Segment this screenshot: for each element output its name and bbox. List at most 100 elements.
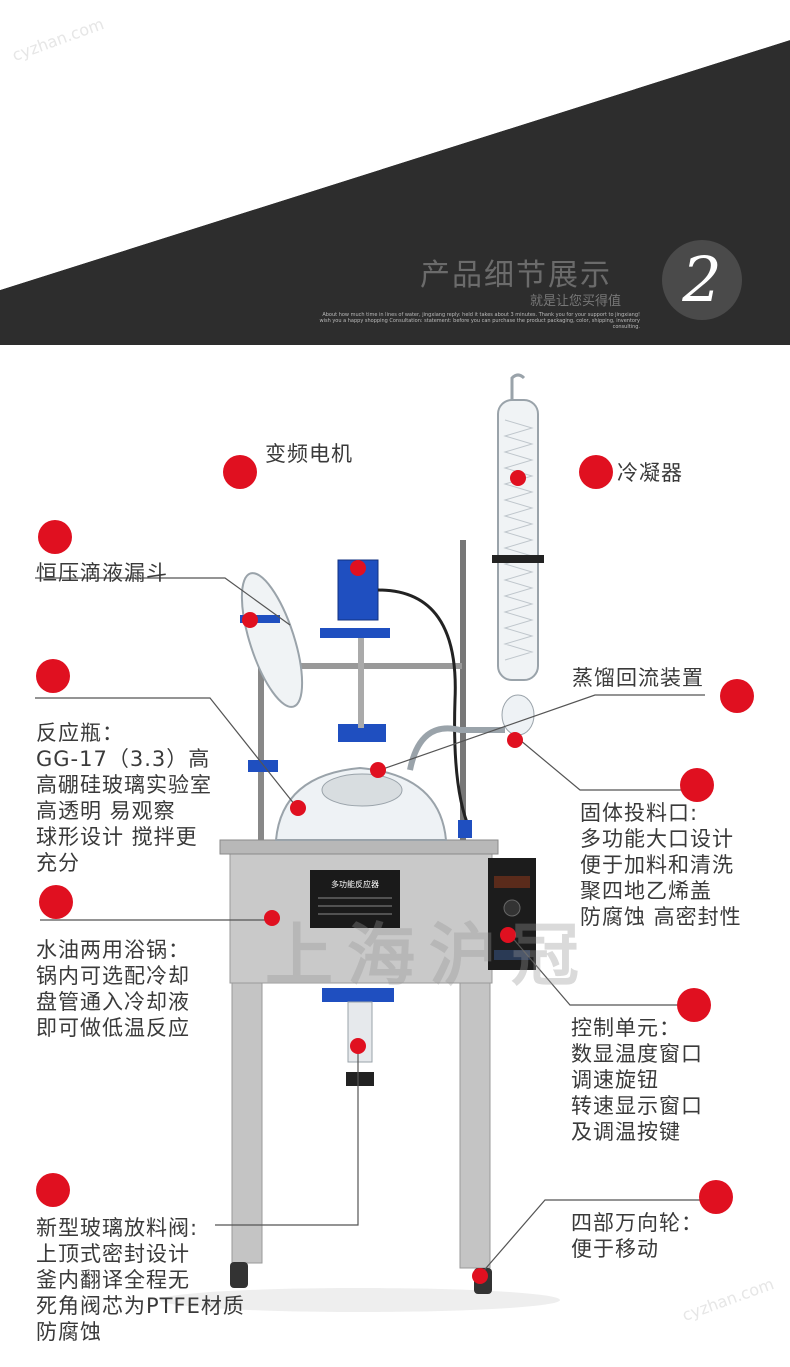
label-line: 上顶式密封设计 (36, 1242, 190, 1266)
header-english-line: About how much time in lines of water, j… (322, 312, 640, 318)
discharge-valve-flange (322, 988, 394, 1002)
label-motor: 变频电机 (265, 442, 353, 466)
reflux-bulb (501, 694, 535, 736)
marker-dot-funnel (242, 612, 258, 628)
leg-left (231, 982, 263, 1264)
label-line: 数显温度窗口 (571, 1042, 703, 1066)
label-line: 高透明 易观察 (36, 799, 176, 823)
header-english-text: About how much time in lines of water, j… (300, 312, 640, 330)
label-line: 高硼硅玻璃实验室 (36, 773, 212, 797)
callout-dot-flask (36, 659, 70, 693)
label-line: 即可做低温反应 (36, 1016, 190, 1040)
callout-dot-funnel (38, 520, 72, 554)
discharge-valve-outlet (346, 1072, 374, 1086)
leader-flask (35, 697, 296, 806)
marker-dot-flask (290, 800, 306, 816)
nameplate (310, 870, 400, 928)
marker-dot-motor (350, 560, 366, 576)
marker-dot-condenser (510, 470, 526, 486)
callout-dot-valve (36, 1173, 70, 1207)
support-rod-left (258, 650, 264, 840)
marker-dot-reflux (370, 762, 386, 778)
label-line: 及调温按键 (571, 1120, 681, 1144)
leader-valve (215, 1048, 359, 1226)
header-title: 产品细节展示 (420, 258, 612, 293)
label-line: GG-17（3.3）高 (36, 747, 211, 771)
speed-display (494, 950, 530, 960)
label-line: 固体投料口: (580, 801, 699, 825)
marker-dot-bath (264, 910, 280, 926)
label-line: 球形设计 搅拌更 (36, 825, 198, 849)
temp-display (494, 876, 530, 888)
label-reflux: 蒸馏回流装置 (572, 666, 704, 690)
callout-dot-condenser (579, 455, 613, 489)
marker-dot-valve (350, 1038, 366, 1054)
nameplate-title: 多功能反应器 (331, 879, 379, 889)
speed-knob (503, 899, 521, 917)
label-line: 新型玻璃放料阀: (36, 1216, 199, 1240)
label-feed-port: 固体投料口: 多功能大口设计 便于加料和清洗 聚四地乙烯盖 防腐蚀 高密封性 (580, 800, 742, 930)
label-line: 防腐蚀 高密封性 (580, 905, 742, 929)
leader-reflux (379, 694, 705, 771)
motor-mount (320, 628, 390, 638)
condenser-hook (510, 373, 526, 400)
callout-dot-feed-port (680, 768, 714, 802)
label-line: 釜内翻译全程无 (36, 1268, 190, 1292)
header-english-line: wish you a happy shopping Consultation: … (319, 318, 640, 330)
section-number-badge: 2 (662, 240, 742, 320)
label-line: 转速显示窗口 (571, 1094, 703, 1118)
label-control: 控制单元： 数显温度窗口 调速旋钮 转速显示窗口 及调温按键 (571, 1015, 703, 1145)
label-flask: 反应瓶： GG-17（3.3）高 高硼硅玻璃实验室 高透明 易观察 球形设计 搅… (36, 720, 212, 876)
support-rod-right (460, 540, 466, 840)
label-line: 水油两用浴锅： (36, 938, 190, 962)
label-line: 四部万向轮： (571, 1211, 703, 1235)
leader-control (509, 934, 690, 1006)
label-line: 盘管通入冷却液 (36, 990, 190, 1014)
leg-right (459, 982, 491, 1269)
motor-cable (377, 588, 472, 831)
flask-collar (338, 724, 386, 742)
label-line: 调速旋钮 (571, 1068, 659, 1092)
leader-feed-port (519, 739, 705, 791)
label-line: 防腐蚀 (36, 1320, 102, 1344)
callout-dot-control (677, 988, 711, 1022)
label-bath: 水油两用浴锅： 锅内可选配冷却 盘管通入冷却液 即可做低温反应 (36, 937, 190, 1041)
label-line: 反应瓶： (36, 721, 124, 745)
rod-clamp (458, 820, 472, 838)
label-line: 便于移动 (571, 1237, 659, 1261)
label-line: 多功能大口设计 (580, 827, 734, 851)
label-wheels: 四部万向轮： 便于移动 (571, 1210, 703, 1262)
label-funnel: 恒压滴液漏斗 (36, 561, 168, 585)
leader-funnel (35, 577, 291, 626)
flask-lid (321, 773, 403, 807)
leader-wheels (479, 1199, 705, 1276)
label-line: 死角阀芯为PTFE材质 (36, 1294, 245, 1318)
callout-dot-reflux (720, 679, 754, 713)
marker-dot-feed-port (507, 732, 523, 748)
header-light-wedge (0, 0, 790, 290)
stir-shaft (358, 638, 364, 728)
condenser-coil (503, 419, 534, 661)
condenser-clamp (492, 555, 544, 563)
wheel-left (230, 1262, 248, 1288)
rod-clamp (248, 760, 278, 772)
marker-dot-control (500, 927, 516, 943)
bath-rim (219, 839, 499, 855)
callout-dot-wheels (699, 1180, 733, 1214)
label-condenser: 冷凝器 (617, 461, 683, 485)
label-line: 充分 (36, 851, 80, 875)
callout-dot-bath (39, 885, 73, 919)
label-line: 聚四地乙烯盖 (580, 879, 712, 903)
condenser-tube (497, 399, 539, 681)
dropping-funnel (240, 572, 304, 708)
callout-dot-motor (223, 455, 257, 489)
marker-dot-wheels (472, 1268, 488, 1284)
header-subtitle: 就是让您买得值 (530, 294, 622, 309)
label-line: 锅内可选配冷却 (36, 964, 190, 988)
funnel-clamp (240, 615, 280, 623)
label-line: 控制单元： (571, 1016, 681, 1040)
floor-shadow (160, 1288, 560, 1312)
brand-stamp: 上海沪冠 (265, 917, 594, 996)
label-valve: 新型玻璃放料阀: 上顶式密封设计 釜内翻译全程无 死角阀芯为PTFE材质 防腐蚀 (36, 1215, 245, 1345)
reflux-arm (407, 725, 505, 771)
